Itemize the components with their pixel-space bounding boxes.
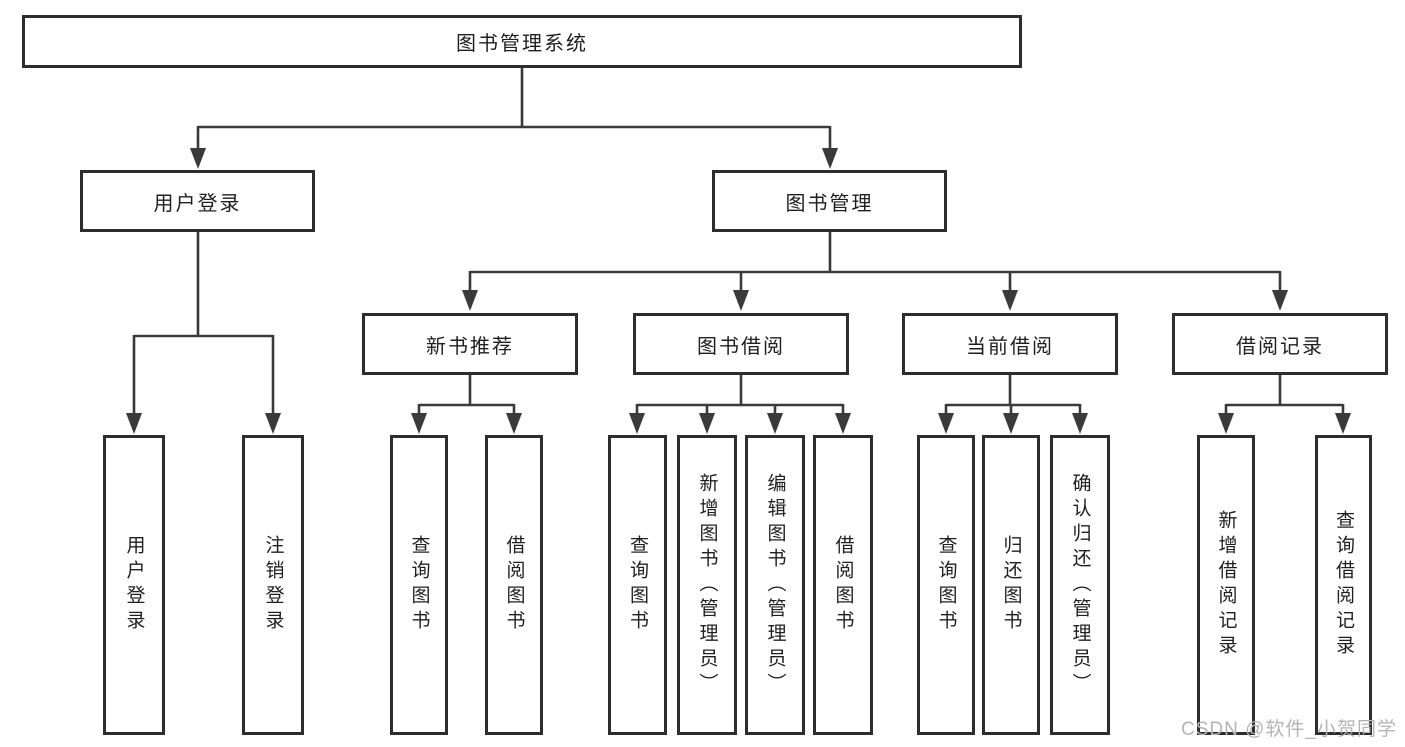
leaf-user-login: 用户登录 — [103, 435, 165, 735]
csdn-watermark: CSDN @软件_小贺同学 — [1181, 719, 1397, 740]
node-label: 当前借阅 — [966, 335, 1054, 358]
leaf-label: 借阅图书 — [503, 535, 525, 635]
leaf-confirm-return-admin: 确认归还（管理员） — [1050, 435, 1110, 735]
leaf-edit-books-admin: 编辑图书（管理员） — [745, 435, 805, 735]
leaf-label: 新增图书（管理员） — [696, 472, 718, 698]
leaf-label: 用户登录 — [123, 535, 145, 635]
leaf-borrow-books-recommend: 借阅图书 — [485, 435, 543, 735]
node-library-management-system: 图书管理系统 — [22, 15, 1022, 68]
leaf-add-borrow-record: 新增借阅记录 — [1197, 435, 1255, 735]
leaf-label: 归还图书 — [1000, 535, 1022, 635]
node-user-login: 用户登录 — [80, 170, 315, 232]
node-label: 图书管理系统 — [456, 33, 588, 55]
leaf-return-books: 归还图书 — [982, 435, 1040, 735]
node-new-book-recommendation: 新书推荐 — [362, 313, 578, 375]
leaf-label: 查询借阅记录 — [1333, 510, 1354, 660]
node-book-borrowing: 图书借阅 — [633, 313, 849, 375]
node-label: 用户登录 — [153, 192, 242, 215]
node-borrowing-records: 借阅记录 — [1172, 313, 1388, 375]
leaf-logout: 注销登录 — [242, 435, 304, 735]
leaf-label: 编辑图书（管理员） — [764, 472, 786, 698]
node-label: 借阅记录 — [1236, 335, 1324, 358]
leaf-query-books-recommend: 查询图书 — [390, 435, 448, 735]
leaf-borrow-books-borrowing: 借阅图书 — [813, 435, 873, 735]
node-book-management: 图书管理 — [712, 170, 947, 232]
leaf-label: 确认归还（管理员） — [1069, 472, 1091, 698]
leaf-add-books-admin: 新增图书（管理员） — [677, 435, 737, 735]
leaf-label: 查询图书 — [627, 535, 648, 635]
node-label: 图书管理 — [785, 192, 874, 215]
leaf-label: 借阅图书 — [832, 535, 854, 635]
leaf-label: 查询图书 — [408, 535, 430, 635]
node-label: 图书借阅 — [697, 335, 785, 358]
leaf-label: 新增借阅记录 — [1215, 510, 1237, 660]
leaf-query-books-current: 查询图书 — [917, 435, 975, 735]
leaf-query-books-borrowing: 查询图书 — [608, 435, 667, 735]
node-current-borrowing: 当前借阅 — [902, 313, 1118, 375]
leaf-label: 查询图书 — [935, 535, 957, 635]
leaf-query-borrow-record: 查询借阅记录 — [1315, 435, 1372, 735]
node-label: 新书推荐 — [426, 335, 514, 358]
leaf-label: 注销登录 — [262, 535, 284, 635]
